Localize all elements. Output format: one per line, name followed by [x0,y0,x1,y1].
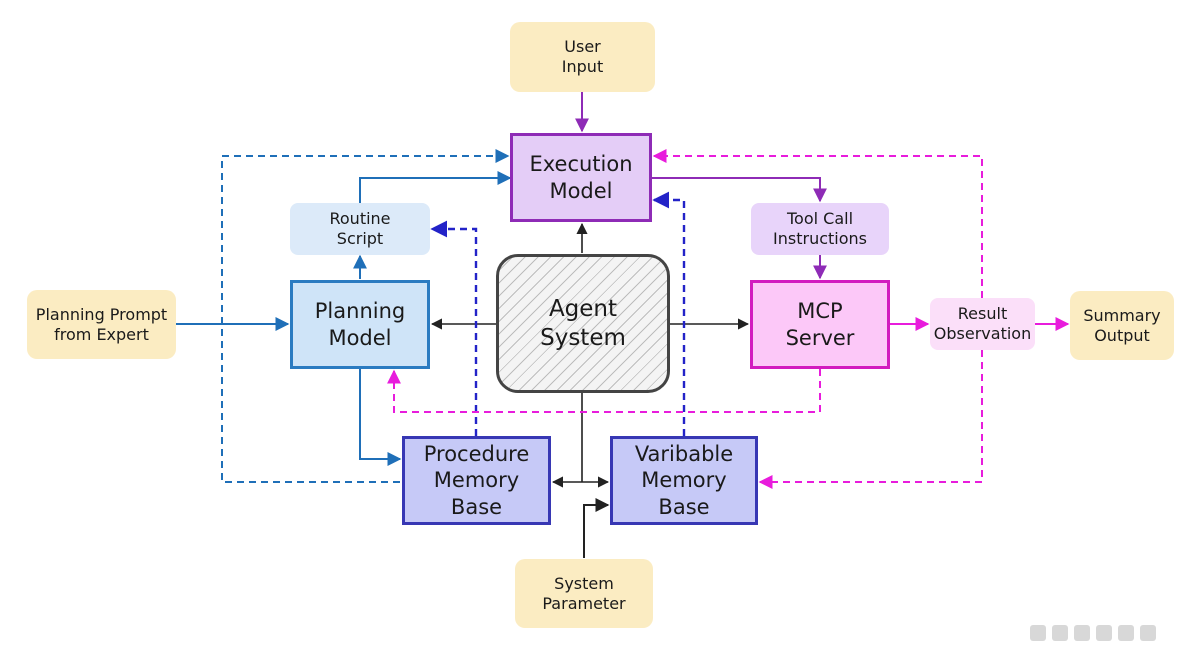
user-input-label: User Input [561,37,604,76]
planning-prompt-node: Planning Prompt from Expert [27,290,176,359]
agent-system-node: Agent System [496,254,670,393]
edge-routine-to-execution [359,171,512,203]
execution-model-node: Execution Model [510,133,652,222]
planning-model-label: Planning Model [314,299,406,350]
routine-script-label: Routine Script [329,209,391,248]
watermark [1030,622,1190,644]
edge-variable-to-execution-dashed [652,191,686,436]
watermark-block-icon [1096,625,1112,641]
watermark-block-icon [1140,625,1156,641]
edge-procedure-to-execution-dashed [221,149,510,483]
summary-output-node: Summary Output [1070,291,1174,360]
result-observation-label: Result Observation [933,304,1032,343]
planning-model-node: Planning Model [290,280,430,369]
agent-system-label: Agent System [540,295,626,351]
edge-sysparam-to-variable [583,498,610,558]
procedure-memory-label: Procedure Memory Base [423,442,530,519]
tool-call-node: Tool Call Instructions [751,203,889,255]
result-observation-node: Result Observation [930,298,1035,350]
edge-procedure-to-routine-dashed [430,220,478,436]
watermark-block-icon [1030,625,1046,641]
planning-prompt-label: Planning Prompt from Expert [35,304,168,344]
watermark-block-icon [1118,625,1134,641]
variable-memory-node: Varibable Memory Base [610,436,758,525]
routine-script-node: Routine Script [290,203,430,255]
edge-mcp-to-planning-dashed [387,369,821,413]
watermark-block-icon [1052,625,1068,641]
edge-planning-to-procedure [359,369,402,466]
edge-execution-to-tool [652,177,827,203]
watermark-block-icon [1074,625,1090,641]
tool-call-label: Tool Call Instructions [773,209,867,248]
edge-result-to-variable-dashed [758,350,983,489]
variable-memory-label: Varibable Memory Base [634,442,734,519]
edge-result-to-execution-dashed [652,149,983,298]
user-input-node: User Input [510,22,655,92]
procedure-memory-node: Procedure Memory Base [402,436,551,525]
execution-model-label: Execution Model [529,152,633,203]
system-parameter-node: System Parameter [515,559,653,628]
mcp-server-node: MCP Server [750,280,890,369]
mcp-server-label: MCP Server [785,299,855,350]
system-parameter-label: System Parameter [542,573,626,613]
summary-output-label: Summary Output [1083,305,1161,345]
